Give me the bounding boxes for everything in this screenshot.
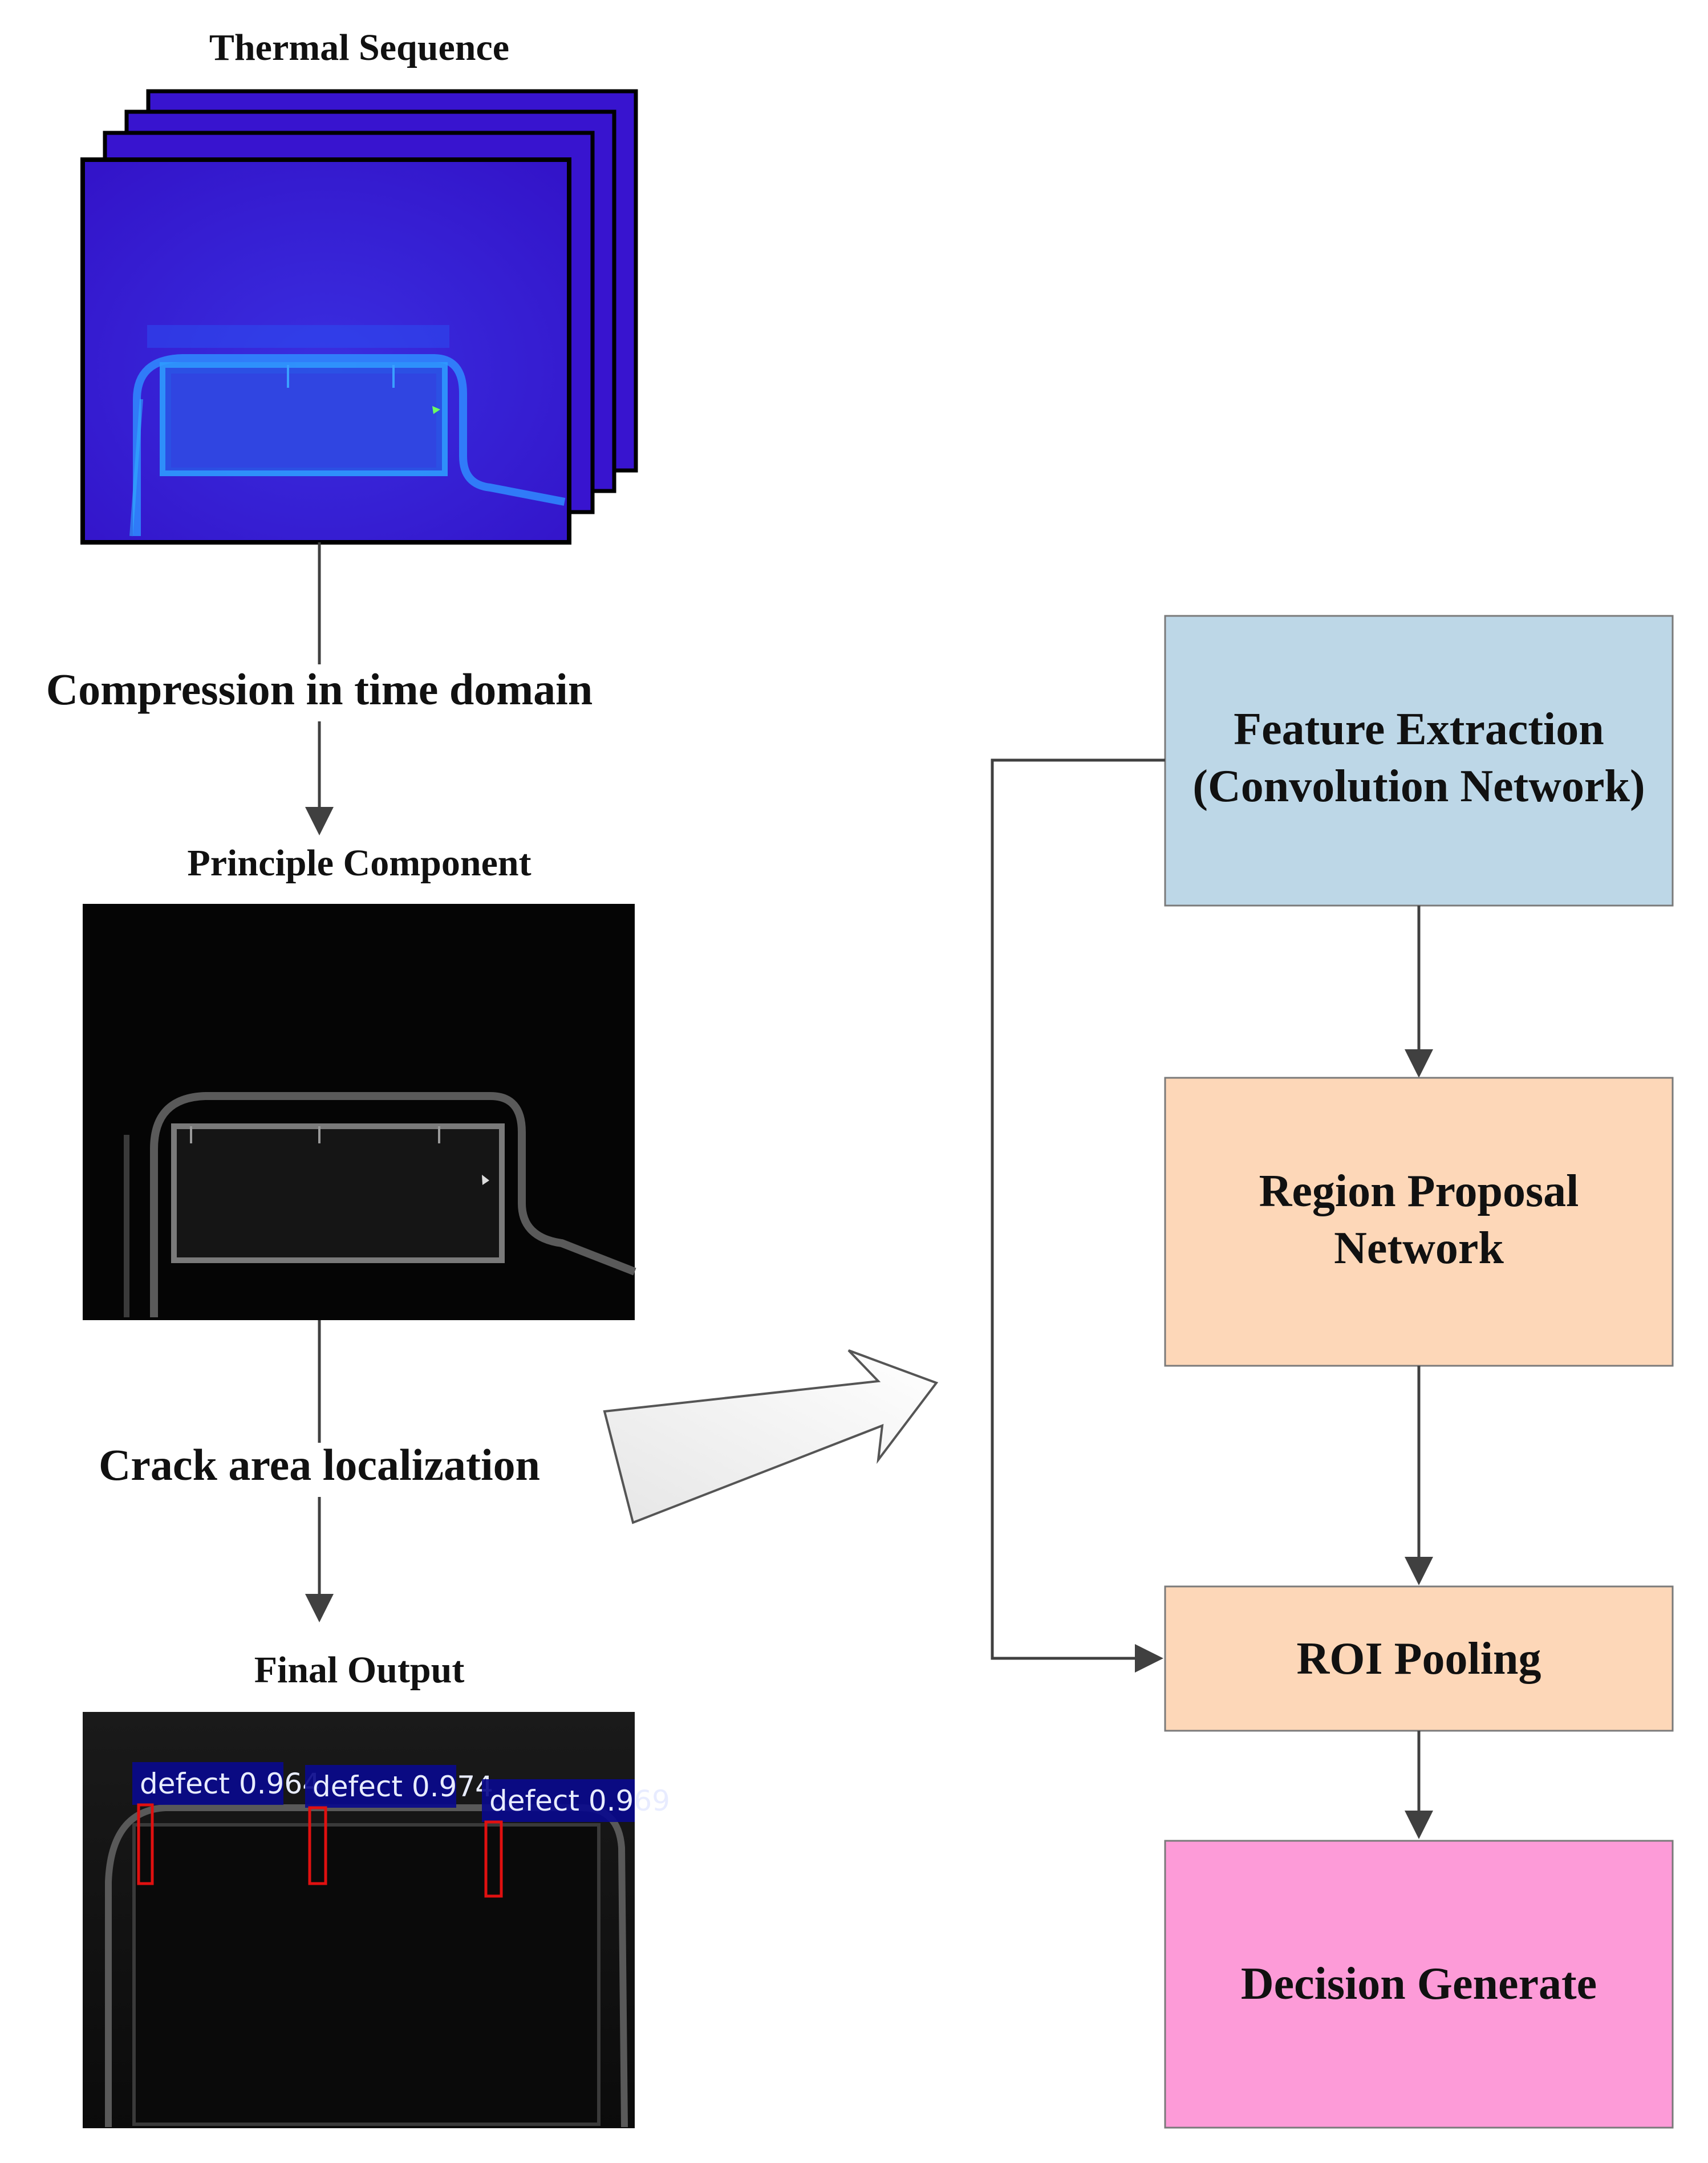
detection-1: defect 0.964: [132, 1762, 320, 1885]
thermal-sequence-title: Thermal Sequence: [209, 27, 509, 68]
detection-2-label: defect 0.974: [313, 1770, 493, 1803]
detection-1-box: [137, 1803, 154, 1885]
region-proposal-line1: Region Proposal: [1259, 1166, 1579, 1216]
feature-extraction-line1: Feature Extraction: [1234, 704, 1604, 754]
thermal-frame-1: [80, 157, 571, 545]
detection-3-label: defect 0.969: [489, 1784, 670, 1817]
principle-component-title: Principle Component: [187, 842, 531, 884]
principle-component-image: [83, 904, 636, 1320]
final-output-title: Final Output: [254, 1649, 465, 1691]
decision-generate-label: Decision Generate: [1241, 1959, 1597, 2009]
detection-2: defect 0.974: [305, 1765, 493, 1885]
thermal-sequence-stack: [80, 89, 638, 545]
transition-arrow: [603, 1349, 939, 1524]
detection-2-box: [308, 1806, 327, 1885]
detection-3: defect 0.969: [482, 1779, 670, 1898]
region-proposal-line2: Network: [1334, 1223, 1504, 1273]
decision-generate-box: [1164, 1840, 1674, 2129]
skip-connection-feature-to-roi: [991, 758, 1165, 1673]
feature-extraction-line2: (Convolution Network): [1192, 761, 1645, 811]
feature-extraction-box: [1164, 615, 1674, 907]
roi-pooling-box: [1164, 1585, 1674, 1732]
detection-3-box: [484, 1820, 503, 1898]
crack-localization-label: Crack area localization: [99, 1440, 540, 1490]
compression-label: Compression in time domain: [46, 664, 593, 714]
roi-pooling-label: ROI Pooling: [1297, 1634, 1541, 1684]
detection-1-label: defect 0.964: [140, 1767, 320, 1800]
region-proposal-box: [1164, 1077, 1674, 1367]
